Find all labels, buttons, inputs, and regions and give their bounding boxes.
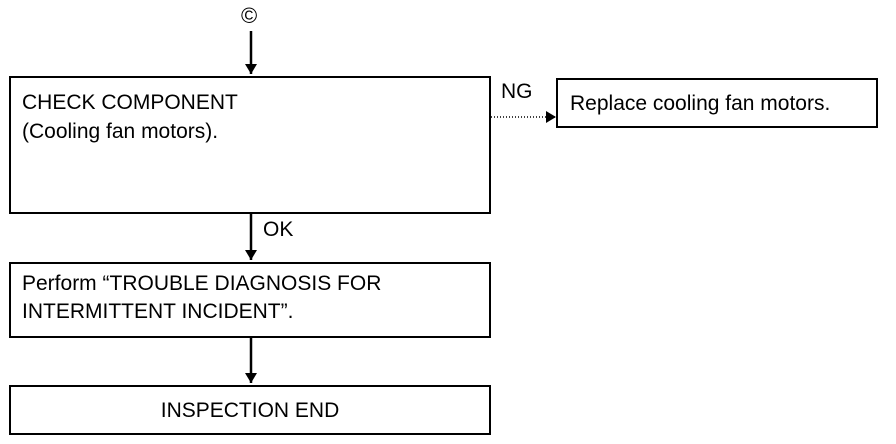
replace-fan-motors-text: Replace cooling fan motors. — [570, 92, 831, 115]
replace-fan-motors-box: Replace cooling fan motors. — [556, 78, 878, 128]
check-component-title: CHECK COMPONENT — [22, 91, 238, 114]
check-component-box: CHECK COMPONENT (Cooling fan motors). — [9, 76, 491, 214]
ng-label: NG — [501, 80, 533, 103]
perform-trouble-diagnosis-box: Perform “TROUBLE DIAGNOSIS FOR INTERMITT… — [9, 262, 491, 338]
inspection-end-box: INSPECTION END — [9, 385, 491, 435]
perform-line-2: INTERMITTENT INCIDENT”. — [22, 300, 294, 323]
check-component-subtitle: (Cooling fan motors). — [22, 120, 219, 143]
perform-line-1: Perform “TROUBLE DIAGNOSIS FOR — [22, 272, 382, 295]
inspection-end-text: INSPECTION END — [160, 399, 340, 422]
ok-label: OK — [263, 218, 294, 241]
connector-symbol: © — [241, 3, 258, 28]
